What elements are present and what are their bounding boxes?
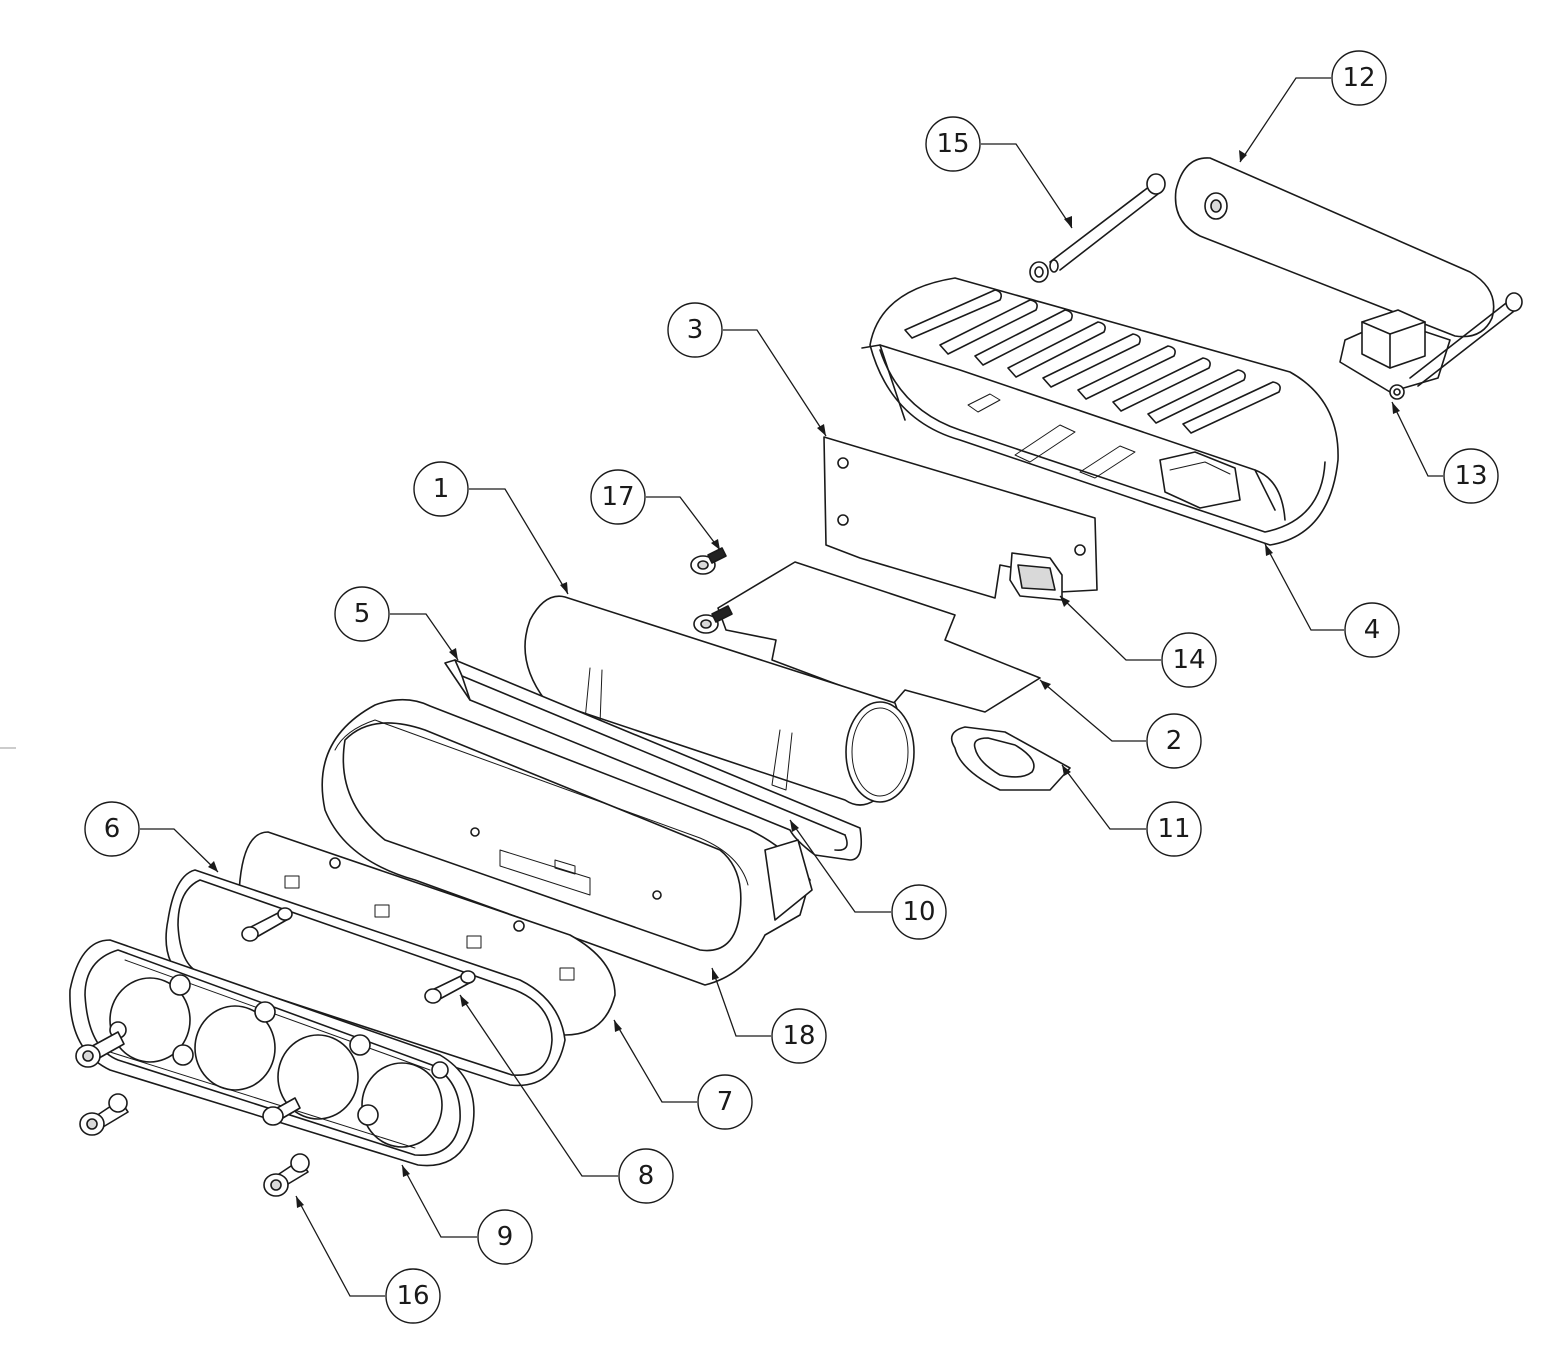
balloon-16: 16 — [385, 1268, 441, 1324]
balloon-label: 6 — [104, 814, 121, 844]
part-14-connector — [1009, 552, 1063, 601]
balloon-2: 2 — [1146, 713, 1202, 769]
part-11-gasket — [950, 726, 1071, 791]
balloon-1: 1 — [413, 461, 469, 517]
part-16-bolt — [75, 1031, 310, 1197]
balloon-label: 10 — [902, 897, 935, 927]
balloon-label: 8 — [638, 1161, 655, 1191]
balloon-6: 6 — [84, 801, 140, 857]
balloon-14: 14 — [1161, 632, 1217, 688]
balloon-label: 2 — [1166, 726, 1183, 756]
balloon-label: 4 — [1364, 615, 1381, 645]
balloon-11: 11 — [1146, 801, 1202, 857]
part-15-pin — [1029, 173, 1523, 387]
balloon-12: 12 — [1331, 50, 1387, 106]
balloon-label: 12 — [1342, 63, 1375, 93]
part-1-cylinder — [524, 595, 915, 806]
balloon-label: 18 — [782, 1021, 815, 1051]
balloon-label: 9 — [497, 1222, 514, 1252]
balloon-9: 9 — [477, 1209, 533, 1265]
balloon-label: 1 — [433, 474, 450, 504]
balloon-label: 3 — [687, 315, 704, 345]
balloon-label: 17 — [601, 482, 634, 512]
balloon-label: 16 — [396, 1281, 429, 1311]
part-4-upper-housing — [861, 277, 1339, 546]
balloon-5: 5 — [334, 586, 390, 642]
part-12-top-cover — [1174, 157, 1495, 338]
part-8-standoff — [241, 907, 476, 1004]
balloon-label: 13 — [1454, 461, 1487, 491]
balloon-label: 5 — [354, 599, 371, 629]
part-5-tray — [444, 659, 863, 861]
part-17-screw — [690, 547, 733, 634]
leader-lines — [140, 77, 1443, 1297]
balloon-3: 3 — [667, 302, 723, 358]
part-18-lower-housing — [321, 698, 813, 986]
balloon-label: 11 — [1157, 814, 1190, 844]
balloon-15: 15 — [925, 116, 981, 172]
balloon-18: 18 — [771, 1008, 827, 1064]
balloon-4: 4 — [1344, 602, 1400, 658]
balloon-7: 7 — [697, 1074, 753, 1130]
balloon-label: 15 — [936, 129, 969, 159]
part-2-bracket — [717, 561, 1041, 713]
balloon-17: 17 — [590, 469, 646, 525]
balloon-label: 14 — [1172, 645, 1205, 675]
balloon-13: 13 — [1443, 448, 1499, 504]
part-9-front-bezel — [69, 939, 475, 1167]
balloon-label: 7 — [717, 1087, 734, 1117]
balloon-10: 10 — [891, 884, 947, 940]
part-latch-block — [1339, 309, 1451, 400]
balloon-8: 8 — [618, 1148, 674, 1204]
